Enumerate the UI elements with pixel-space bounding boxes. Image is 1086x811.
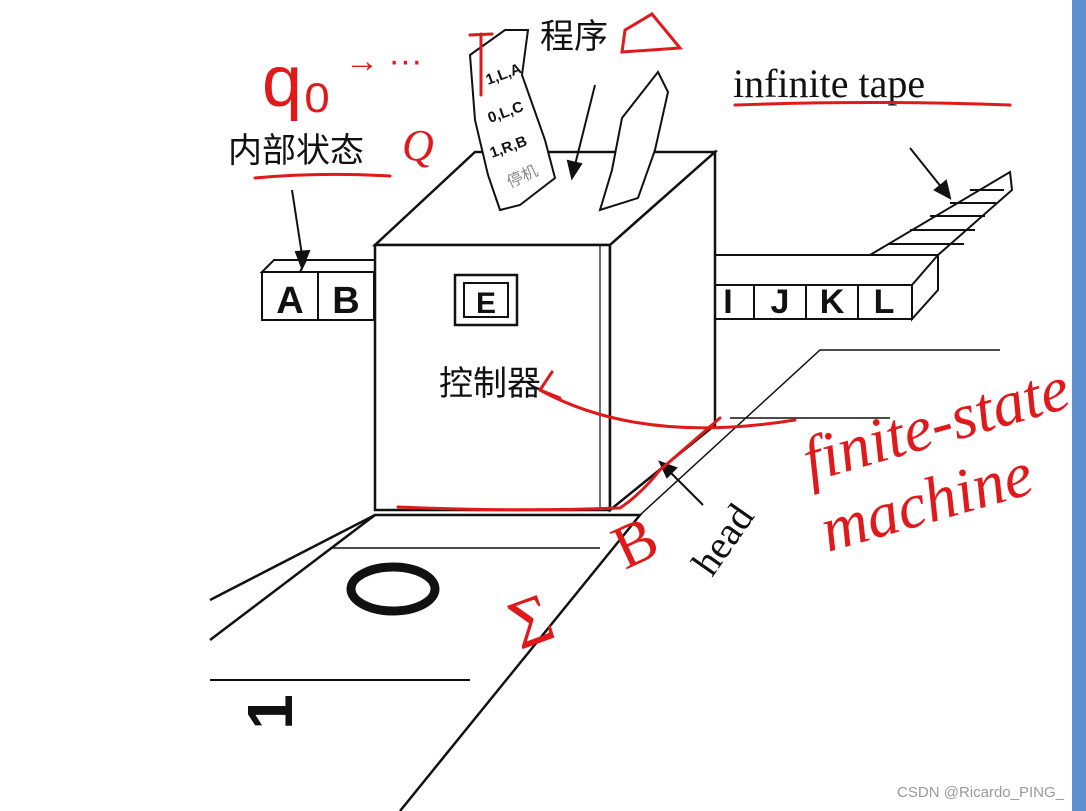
tape-left [259,259,389,321]
tape-cell-0 [346,562,440,616]
arrow-dots-annotation: → ··· [345,42,422,80]
program-label: 程序 [540,17,608,57]
controller-box [371,149,719,513]
state-q-annotation: Q [402,121,434,170]
tape-cell-right-4: L [874,283,895,321]
controller-label: 控制器 [439,364,541,404]
lower-tape [209,349,1000,811]
current-cell: E [476,287,496,320]
head-label: head [683,495,763,583]
red-annotations [253,12,1012,512]
pointer-arrows [291,84,952,506]
tape-cell-right-2: J [771,283,790,321]
infinite-tape-label: infinite tape [733,61,925,106]
slide-side-edge [1072,0,1086,811]
watermark: CSDN @Ricardo_PING_ [897,784,1064,801]
q0-annotation: q₀ [262,42,332,122]
blank-b-annotation: B [602,504,668,583]
internal-state-label: 内部状态 [228,131,364,171]
program-strip [468,29,670,212]
tape-cell-1: 1 [234,694,306,730]
tape-cell-right-3: K [820,283,845,321]
tape-cell-right-1: I [723,283,732,321]
tape-cell-left-1: B [332,280,359,322]
tape-cell-left-0: A [276,280,303,322]
